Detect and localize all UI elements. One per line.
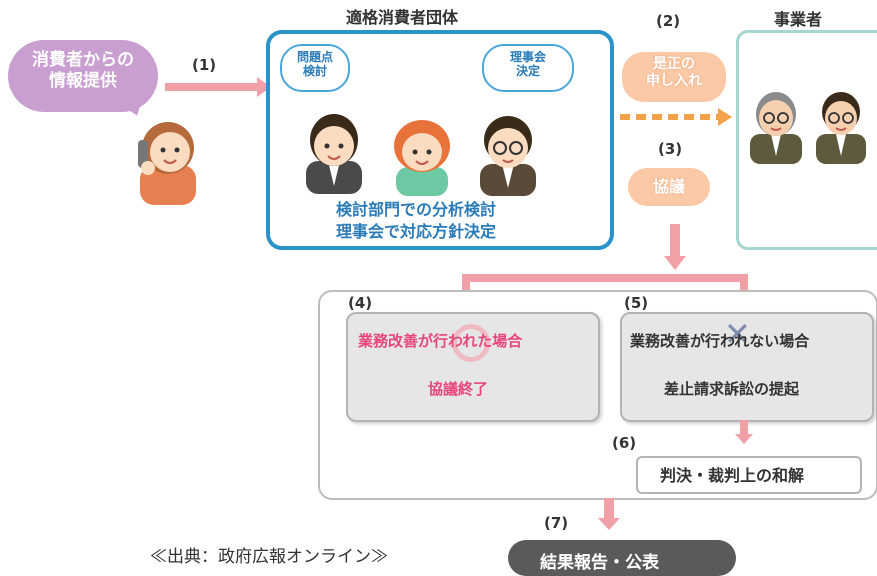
- correction-bubble-text: 是正の 申し入れ: [646, 56, 702, 89]
- outcome-5-result: 差止請求訴訟の提起: [664, 380, 800, 398]
- cross-mark-icon: ✕: [724, 315, 751, 353]
- dashed-arrow: [620, 114, 720, 120]
- consumer-bubble-text: 消費者からの 情報提供: [32, 50, 134, 92]
- arrow-final: [604, 498, 614, 520]
- arrow-consult-down-head: [664, 256, 686, 270]
- circle-mark-icon: [452, 324, 490, 362]
- arrow-1: [165, 83, 257, 91]
- arrow-judgment-head: [735, 434, 753, 444]
- judgment-text: 判決・裁判上の和解: [660, 466, 805, 485]
- judgment-box: [636, 456, 862, 494]
- consult-bubble: 協議: [628, 168, 710, 206]
- arrow-consult-down: [670, 224, 680, 258]
- board-bubble-text: 理事会 決定: [509, 50, 546, 79]
- correction-bubble: 是正の 申し入れ: [622, 52, 726, 102]
- source-caption: ≪出典：政府広報オンライン≫: [150, 547, 388, 567]
- org-title: 適格消費者団体: [346, 8, 459, 27]
- outcome-5-title: 業務改善が行われない場合: [630, 332, 810, 350]
- consult-bubble-text: 協議: [652, 177, 685, 196]
- business-man-1-icon: [750, 92, 802, 164]
- step-6-label: (6): [612, 434, 637, 452]
- org-text-line1: 検討部門での分析検討: [336, 200, 497, 219]
- member-woman-icon: [394, 120, 450, 196]
- final-text: 結果報告・公表: [540, 553, 659, 573]
- member-glasses-man-icon: [480, 116, 536, 196]
- step-2-label: (2): [656, 12, 681, 30]
- branch-line: [462, 274, 748, 282]
- outcome-4-result: 協議終了: [428, 380, 489, 398]
- consumer-bubble: 消費者からの 情報提供: [8, 40, 158, 112]
- problem-bubble-text: 問題点 検討: [296, 50, 333, 79]
- outcome-4-title: 業務改善が行われた場合: [358, 332, 523, 350]
- step-4-label: (4): [348, 294, 373, 312]
- business-man-2-icon: [816, 92, 866, 164]
- consumer-person-icon: [138, 122, 196, 205]
- step-1-label: (1): [192, 56, 217, 74]
- board-bubble: 理事会 決定: [482, 44, 574, 92]
- org-text-line2: 理事会で対応方針決定: [336, 222, 497, 241]
- business-title: 事業者: [774, 10, 823, 29]
- dashed-arrow-head: [718, 108, 732, 126]
- member-man-icon: [306, 114, 362, 194]
- arrow-judgment: [740, 420, 748, 436]
- step-7-label: (7): [544, 514, 569, 532]
- final-box: [508, 540, 736, 576]
- step-3-label: (3): [658, 140, 683, 158]
- step-5-label: (5): [624, 294, 649, 312]
- arrow-final-head: [598, 518, 620, 530]
- problem-bubble: 問題点 検討: [280, 44, 350, 92]
